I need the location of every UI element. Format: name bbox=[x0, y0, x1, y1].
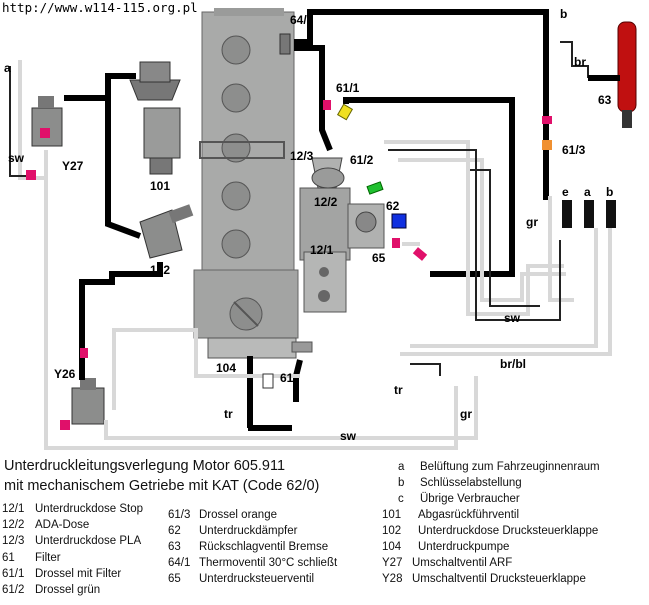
consumer-connectors bbox=[562, 200, 616, 228]
title-line-1: Unterdruckleitungsverlegung Motor 605.91… bbox=[4, 458, 286, 474]
check-valve-63 bbox=[588, 21, 637, 128]
source-url: http://www.w114-115.org.pl bbox=[2, 0, 198, 15]
injection-pump-assembly bbox=[299, 157, 351, 313]
label-sw-left: sw bbox=[8, 151, 25, 165]
hose-connector-icon bbox=[412, 247, 428, 261]
hose-connector-icon bbox=[542, 116, 552, 124]
label-e: e bbox=[562, 185, 569, 199]
label-61-2: 61/2 bbox=[350, 153, 374, 167]
label-102: 102 bbox=[150, 263, 170, 277]
title-line-2: mit mechanischem Getriebe mit KAT (Code … bbox=[4, 478, 320, 494]
hose-connector-icon bbox=[80, 348, 88, 358]
engine-block bbox=[193, 8, 299, 339]
throttle-61-2-icon bbox=[366, 181, 384, 195]
label-63: 63 bbox=[598, 93, 612, 107]
hose-connector-icon bbox=[60, 420, 70, 430]
pale-hoses bbox=[18, 60, 612, 450]
label-br-bl: br/bl bbox=[500, 357, 526, 371]
throttle-61-1-icon bbox=[323, 100, 331, 110]
damper-62-icon bbox=[391, 213, 407, 229]
label-gr-right: gr bbox=[526, 215, 538, 229]
black-hoses bbox=[64, 9, 549, 431]
label-65: 65 bbox=[372, 251, 386, 265]
diagram-labels: 64/1 61/1 12/3 61/2 12/2 62 12/1 65 101 … bbox=[4, 7, 613, 443]
label-61-3: 61/3 bbox=[562, 143, 586, 157]
label-101: 101 bbox=[150, 179, 170, 193]
label-sw-bottom: sw bbox=[340, 429, 357, 443]
egr-valve-101 bbox=[129, 61, 181, 175]
label-br: br bbox=[574, 55, 586, 69]
throttle-markers bbox=[26, 33, 552, 430]
label-sw-right: sw bbox=[504, 311, 521, 325]
vacuum-pump-104 bbox=[207, 337, 313, 359]
dark-thin-hoses bbox=[9, 41, 589, 376]
label-12-1: 12/1 bbox=[310, 243, 334, 257]
label-61-1: 61/1 bbox=[336, 81, 360, 95]
label-a-left: a bbox=[4, 61, 11, 75]
label-104: 104 bbox=[216, 361, 236, 375]
label-64-1: 64/1 bbox=[290, 13, 314, 27]
thermovalve-64-1-icon bbox=[279, 33, 291, 55]
label-62: 62 bbox=[386, 199, 400, 213]
hose-connector-icon bbox=[40, 128, 50, 138]
label-61: 61 bbox=[280, 371, 294, 385]
label-gr-low: gr bbox=[460, 407, 472, 421]
label-12-3: 12/3 bbox=[290, 149, 314, 163]
label-a-right: a bbox=[584, 185, 591, 199]
throttle-61-3-icon bbox=[542, 140, 552, 150]
hose-connector-icon bbox=[392, 238, 400, 248]
label-y26: Y26 bbox=[54, 367, 76, 381]
pressure-flap-vacuum-unit-102 bbox=[139, 204, 194, 259]
label-b-top: b bbox=[560, 7, 567, 21]
filter-61-icon bbox=[262, 373, 274, 389]
label-y27: Y27 bbox=[62, 159, 84, 173]
switchover-valve-y27 bbox=[31, 96, 63, 147]
label-12-2: 12/2 bbox=[314, 195, 338, 209]
switchover-valve-y26 bbox=[71, 378, 105, 425]
label-b-right: b bbox=[606, 185, 613, 199]
vacuum-control-valve-65 bbox=[347, 203, 385, 249]
label-tr-mid: tr bbox=[394, 383, 403, 397]
hose-connector-icon bbox=[26, 170, 36, 180]
throttle-61-1-filter-icon bbox=[336, 103, 354, 121]
label-tr-low: tr bbox=[224, 407, 233, 421]
